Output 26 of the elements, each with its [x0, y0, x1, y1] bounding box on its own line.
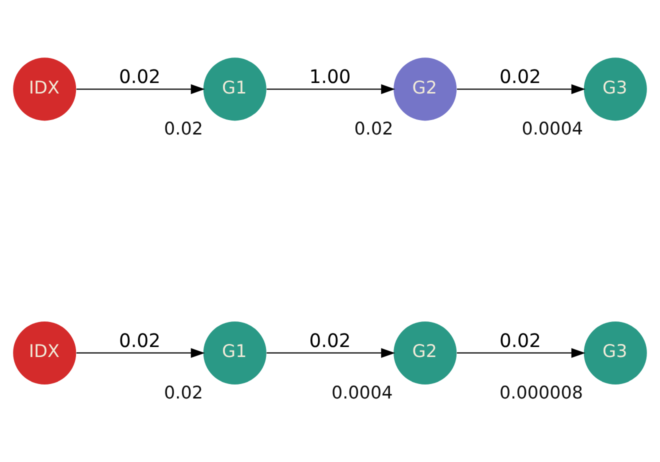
edge-label: 0.02	[118, 67, 161, 88]
node-circle: G1	[203, 58, 266, 121]
node-label: 0.0004	[331, 383, 393, 404]
node-circle: IDX	[13, 321, 76, 384]
node-label: 0.02	[164, 120, 203, 140]
edge-label: 0.02	[499, 67, 542, 88]
arrow	[456, 348, 586, 358]
arrow	[456, 84, 586, 94]
arrow	[76, 84, 205, 94]
node-label: 0.000008	[500, 383, 584, 404]
node-circle: G3	[584, 321, 647, 384]
arrow	[76, 348, 205, 358]
edge-label: 1.00	[309, 67, 351, 88]
edge-label: 0.02	[499, 330, 542, 352]
node-circle: G3	[584, 58, 647, 121]
edge-label: 0.02	[309, 330, 351, 352]
node-label: 0.02	[354, 120, 394, 140]
arrow	[266, 348, 396, 358]
node-label: 0.02	[164, 383, 203, 404]
node-circle: IDX	[13, 58, 76, 121]
node-label: 0.0004	[522, 120, 583, 140]
node-circle: G1	[203, 321, 266, 384]
arrow	[266, 84, 396, 94]
node-circle: G2	[394, 321, 457, 384]
node-circle: G2	[394, 58, 457, 121]
edge-label: 0.02	[118, 330, 161, 352]
